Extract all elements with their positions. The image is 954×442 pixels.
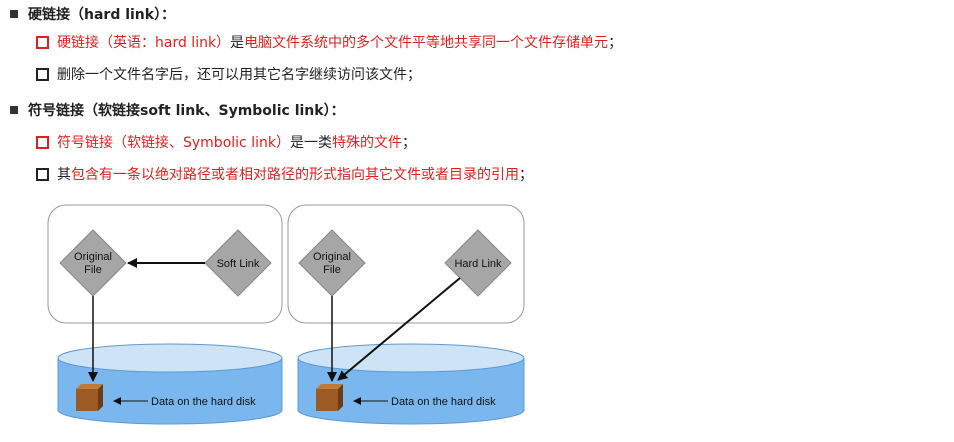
soft-link-label: Soft Link: [217, 258, 260, 270]
bullet-text: 其: [57, 167, 71, 183]
section-symlink-heading: 符号链接（软链接soft link、Symbolic link）：: [10, 100, 345, 120]
red-hollow-square-icon: [36, 135, 49, 149]
bullet-symlink-reference: 其 包含有一条以绝对路径或者相对路径的形式指向其它文件或者目录的引用 ；: [36, 164, 533, 184]
bullet-text: 是: [230, 35, 245, 51]
original-label-line2: File: [323, 264, 341, 276]
black-hollow-square-icon: [36, 167, 49, 181]
bullet-hardlink-delete: 删除一个文件名字后，还可以用其它名字继续访问该文件；: [36, 64, 421, 84]
original-label-line1: Original: [74, 251, 112, 263]
hard-link-label: Hard Link: [454, 258, 502, 270]
data-block-cube-icon: [76, 384, 103, 411]
bullet-red-text: 硬链接（英语：hard link）: [57, 35, 231, 51]
red-hollow-square-icon: [36, 35, 49, 49]
hard-disk-left: [57, 343, 283, 425]
bullet-symlink-definition: 符号链接（软链接、Symbolic link） 是一类 特殊的文件 ；: [36, 132, 416, 152]
bullet-hardlink-definition: 硬链接（英语：hard link） 是 电脑文件系统中的多个文件平等地共享同一个…: [36, 32, 622, 52]
bullet-red-text: 符号链接（软链接、Symbolic link）: [57, 135, 290, 151]
section-hardlink-heading: 硬链接（hard link）：: [10, 4, 175, 24]
bullet-text: 是一类: [289, 135, 332, 151]
data-on-disk-label: Data on the hard disk: [151, 396, 256, 408]
bullet-red-text: 电脑文件系统中的多个文件平等地共享同一个文件存储单元: [244, 35, 609, 51]
original-label-line2: File: [84, 264, 102, 276]
hardlink-panel: Original File Hard Link Data on the hard…: [287, 204, 525, 425]
bullet-text: ；: [401, 135, 416, 151]
heading-text: 符号链接（软链接soft link、Symbolic link）：: [28, 103, 345, 119]
data-block-cube-icon: [316, 384, 343, 411]
bullet-red-text: 包含有一条以绝对路径或者相对路径的形式指向其它文件或者目录的引用: [71, 167, 519, 183]
bullet-red-text: 特殊的文件: [331, 135, 402, 151]
original-label-line1: Original: [313, 251, 351, 263]
bullet-text: ；: [608, 35, 623, 51]
black-hollow-square-icon: [36, 67, 49, 81]
data-on-disk-label: Data on the hard disk: [391, 396, 496, 408]
heading-text: 硬链接（hard link）：: [28, 7, 176, 23]
softlink-panel: Original File Soft Link Data on the hard…: [47, 204, 283, 425]
bullet-square-icon: [10, 106, 18, 114]
hard-link-to-data-arrow: [337, 277, 461, 381]
bullet-square-icon: [10, 10, 18, 18]
bullet-text: ；: [519, 167, 533, 183]
bullet-text: 删除一个文件名字后，还可以用其它名字继续访问该文件；: [57, 67, 421, 83]
hard-link-diamond: [444, 229, 512, 297]
soft-link-diamond: [204, 229, 272, 297]
